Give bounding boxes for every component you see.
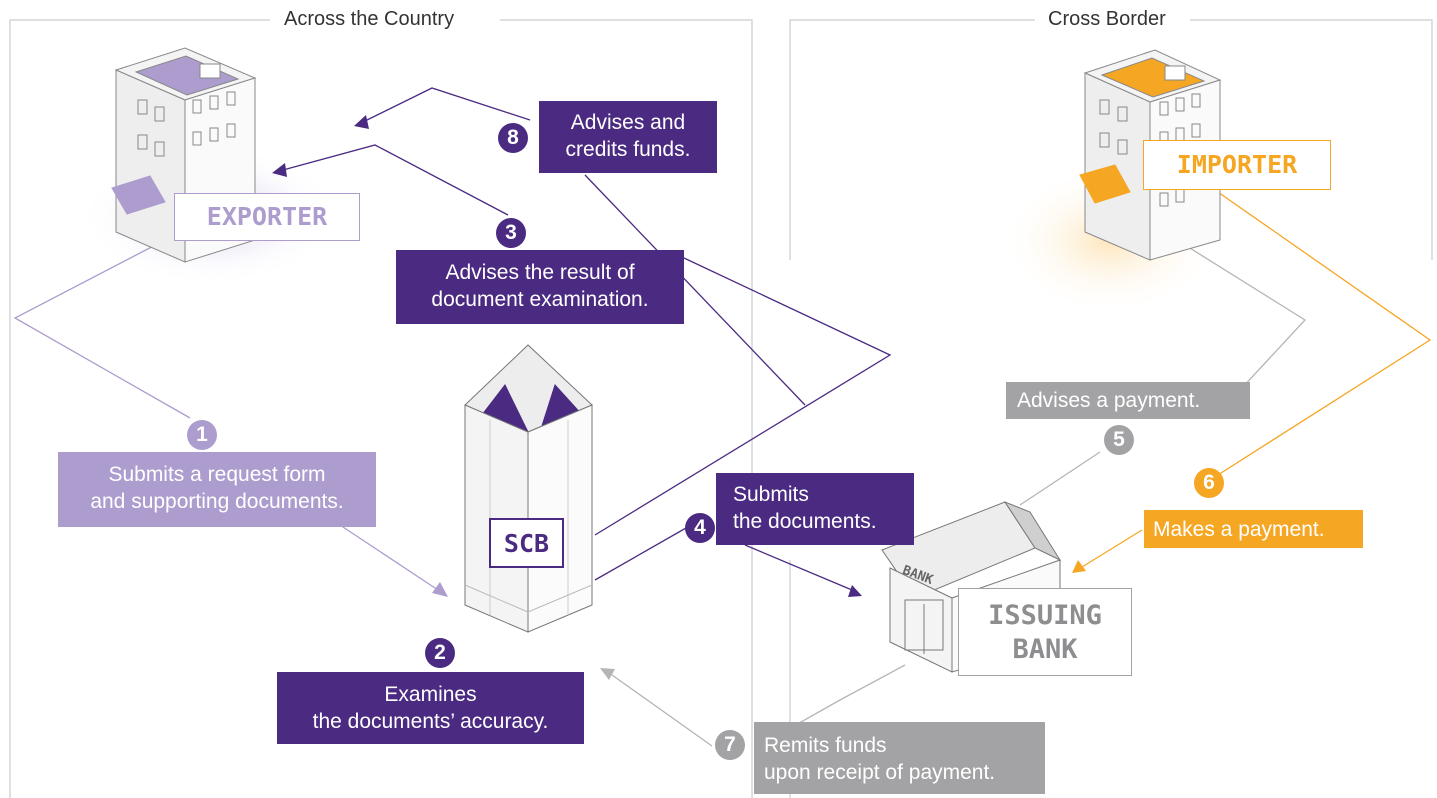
step-4-label: Submits the documents. (716, 473, 914, 545)
exporter-label: EXPORTER (174, 193, 360, 241)
step-8-label: Advises and credits funds. (539, 101, 717, 173)
flow-8-line (364, 87, 806, 406)
step-1-label: Submits a request form and supporting do… (58, 452, 376, 527)
step-3-line-2: document examination. (431, 288, 649, 311)
step-8-line-2: credits funds. (565, 138, 691, 161)
step-6-label: Makes a payment. (1144, 510, 1363, 548)
issuing-bank-line-2: BANK (1012, 634, 1078, 665)
flow-6-arrow (1072, 560, 1086, 573)
flow-5-line (1019, 244, 1307, 506)
step-2-line-1: Examines (384, 683, 477, 706)
scb-label: SCB (489, 518, 564, 568)
section-title-cross-border: Cross Border (1040, 8, 1174, 31)
step-7-number: 7 (715, 730, 745, 760)
issuing-bank-line-1: ISSUING (988, 600, 1102, 631)
section-title-domestic: Across the Country (276, 8, 463, 31)
step-7-label: Remits funds upon receipt of payment. (754, 722, 1045, 794)
step-4-number: 4 (685, 513, 715, 543)
flow-3-line (282, 144, 892, 536)
step-1-number: 1 (187, 420, 217, 450)
flow-8-arrow (354, 115, 369, 129)
flow-1-line (13, 239, 439, 591)
step-8-number: 8 (498, 123, 528, 153)
step-5-number: 5 (1104, 425, 1134, 455)
step-7-line-1: Remits funds (764, 734, 887, 757)
step-6-number: 6 (1194, 468, 1224, 498)
step-3-line-1: Advises the result of (445, 261, 635, 284)
step-4-line-2: the documents. (733, 510, 877, 533)
step-2-label: Examines the documents’ accuracy. (277, 672, 584, 744)
step-5-label: Advises a payment. (1006, 382, 1250, 419)
step-1-line-1: Submits a request form (108, 463, 326, 486)
step-7-line-2: upon receipt of payment. (764, 761, 996, 784)
step-1-line-2: and supporting documents. (90, 490, 344, 513)
flow-7-arrow (600, 668, 615, 680)
flow-6-line (1081, 189, 1432, 568)
importer-label: IMPORTER (1143, 140, 1331, 190)
step-5-line-1: Advises a payment. (1017, 389, 1201, 412)
issuing-bank-label: ISSUING BANK (958, 588, 1132, 676)
step-3-number: 3 (496, 218, 526, 248)
scb-tower (464, 344, 593, 633)
flow-4-arrow (848, 585, 862, 597)
step-3-label: Advises the result of document examinati… (396, 250, 684, 324)
step-8-line-1: Advises and (570, 111, 686, 134)
flow-4-line (594, 519, 853, 591)
flow-3-arrow (272, 163, 287, 177)
flow-1-arrow (432, 582, 448, 597)
step-2-number: 2 (425, 638, 455, 668)
step-6-line-1: Makes a payment. (1153, 518, 1325, 541)
step-2-line-2: the documents’ accuracy. (312, 710, 549, 733)
step-4-line-1: Submits (733, 483, 809, 506)
